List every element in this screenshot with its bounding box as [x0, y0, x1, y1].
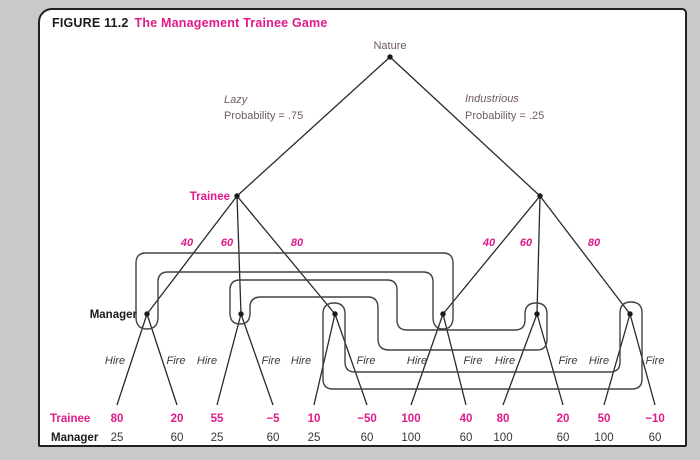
trainee-payoff: −10: [645, 413, 665, 425]
trainee-payoff: 20: [171, 413, 184, 425]
trainee-payoff: −50: [357, 413, 377, 425]
manager-payoff: 25: [308, 432, 321, 444]
action-labels: Hire Fire Hire Fire Hire Fire Hire Fire Hire Fire…: [105, 355, 665, 367]
lazy-branch-label: Lazy Probability = .75: [224, 94, 303, 122]
manager-payoff: 25: [211, 432, 224, 444]
decision-node: [234, 193, 240, 199]
action-label: Fire: [167, 355, 186, 367]
manager-payoff: 60: [361, 432, 374, 444]
tree-edge: [410, 313, 444, 406]
action-label: Hire: [495, 355, 515, 367]
industrious-branch-label: Industrious Probability = .25: [465, 93, 544, 122]
manager-payoff: 60: [557, 432, 570, 444]
tree-edge: [146, 195, 238, 315]
industrious-label: Industrious: [465, 93, 519, 105]
decision-node: [627, 311, 633, 317]
information-set-60: [229, 279, 548, 351]
tree-edge: [603, 313, 631, 406]
tree-edge: [216, 313, 242, 406]
information-set-80: [322, 301, 643, 390]
trainee-node-label: Trainee: [190, 191, 230, 203]
lazy-probability: Probability = .75: [224, 110, 303, 122]
manager-payoff: 60: [649, 432, 662, 444]
tree-edge: [116, 313, 148, 406]
manager-payoff: 60: [267, 432, 280, 444]
trainee-payoff-values: 80 20 55 −5 10 −50 100 40 80 20 50 −10: [111, 413, 665, 425]
trainee-payoff: 40: [460, 413, 473, 425]
manager-payoff: 60: [171, 432, 184, 444]
tree-edge: [334, 313, 368, 406]
tree-edge: [389, 56, 541, 197]
decision-node: [440, 311, 446, 317]
tree-edge: [442, 195, 541, 315]
trainee-payoff: 20: [557, 413, 570, 425]
tree-edge: [236, 56, 391, 197]
manager-payoff: 100: [493, 432, 512, 444]
effort-label: 60: [221, 237, 234, 249]
tree-edge: [236, 195, 242, 315]
action-label: Hire: [105, 355, 125, 367]
effort-labels: 40 60 80 40 60 80: [180, 237, 601, 249]
decision-nodes: [144, 54, 633, 317]
trainee-payoff: 55: [211, 413, 224, 425]
effort-label: 80: [588, 237, 601, 249]
action-label: Fire: [262, 355, 281, 367]
tree-edge: [313, 313, 336, 406]
manager-payoff: 60: [460, 432, 473, 444]
trainee-payoff: −5: [266, 413, 280, 425]
decision-node: [332, 311, 338, 317]
manager-payoff: 25: [111, 432, 124, 444]
decision-node: [387, 54, 393, 60]
decision-node: [238, 311, 244, 317]
tree-edge: [146, 313, 178, 406]
information-set-40: [135, 252, 454, 330]
manager-node-label: Manager: [90, 309, 138, 321]
trainee-payoff: 10: [308, 413, 321, 425]
tree-edge: [539, 195, 631, 315]
action-label: Hire: [291, 355, 311, 367]
nature-label: Nature: [373, 40, 406, 52]
manager-payoff: 100: [594, 432, 613, 444]
figure-title: FIGURE 11.2 The Management Trainee Game: [52, 16, 328, 30]
tree-edge: [536, 195, 541, 315]
lazy-label: Lazy: [224, 94, 249, 106]
decision-node: [537, 193, 543, 199]
action-label: Hire: [197, 355, 217, 367]
tree-edges: [116, 56, 656, 406]
action-label: Hire: [589, 355, 609, 367]
action-label: Fire: [464, 355, 483, 367]
decision-node: [144, 311, 150, 317]
action-label: Fire: [646, 355, 665, 367]
effort-label: 40: [482, 237, 496, 249]
manager-payoff: 100: [401, 432, 420, 444]
trainee-payoff: 80: [497, 413, 510, 425]
decision-node: [534, 311, 540, 317]
trainee-payoff: 100: [401, 413, 420, 425]
manager-payoff-row-label: Manager: [51, 432, 99, 444]
effort-label: 60: [520, 237, 533, 249]
trainee-payoff: 80: [111, 413, 124, 425]
tree-edge: [240, 313, 274, 406]
industrious-probability: Probability = .25: [465, 110, 544, 122]
figure-name: The Management Trainee Game: [134, 16, 328, 30]
trainee-payoff-row-label: Trainee: [50, 413, 90, 425]
trainee-payoff: 50: [598, 413, 611, 425]
tree-edge: [502, 313, 538, 406]
manager-payoff-values: 25 60 25 60 25 60 100 60 100 60 100 60: [111, 432, 662, 444]
effort-label: 40: [180, 237, 194, 249]
tree-edge: [536, 313, 564, 406]
effort-label: 80: [291, 237, 304, 249]
action-label: Fire: [357, 355, 376, 367]
figure-number: FIGURE 11.2: [52, 16, 129, 30]
action-label: Fire: [559, 355, 578, 367]
action-label: Hire: [407, 355, 427, 367]
tree-edge: [236, 195, 336, 315]
